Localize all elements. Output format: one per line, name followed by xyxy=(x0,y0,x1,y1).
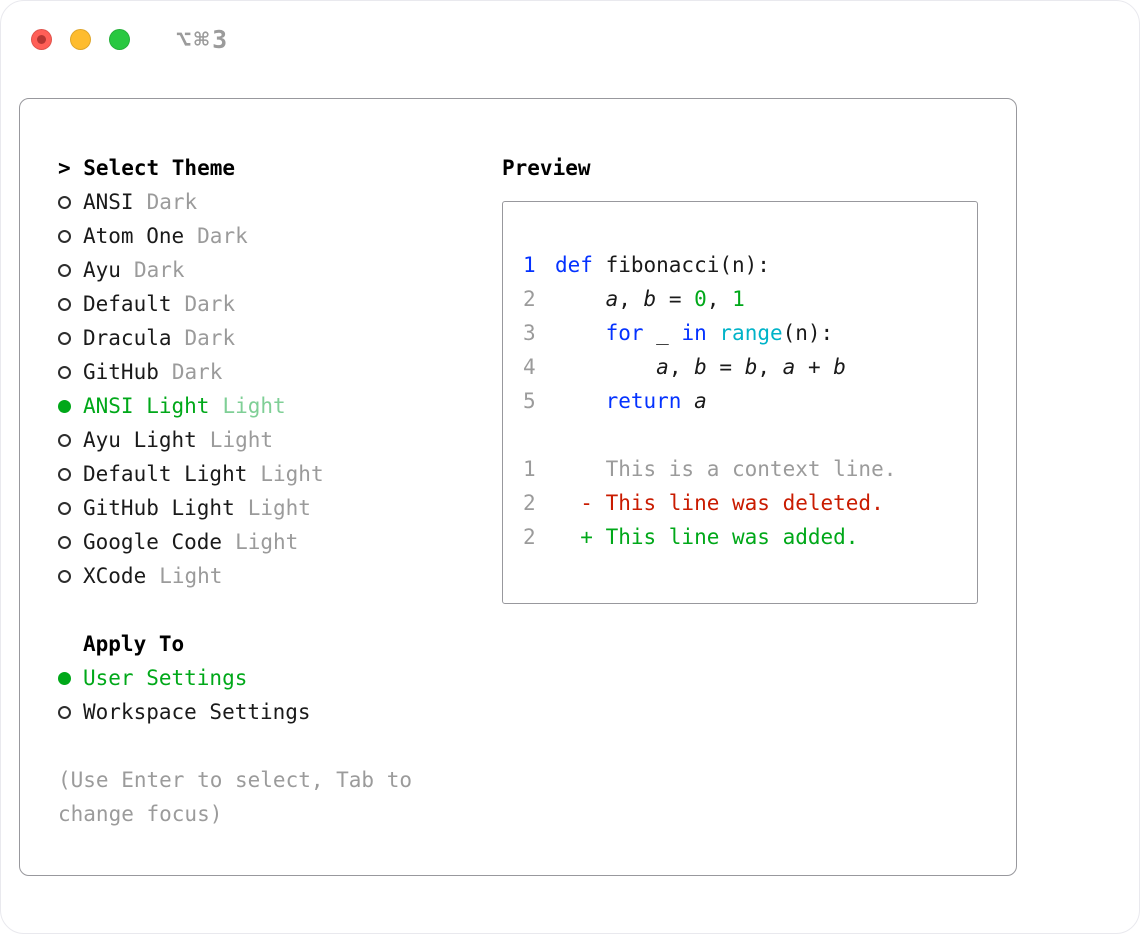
option-label: XCode xyxy=(83,564,147,588)
radio-icon xyxy=(58,365,71,379)
option-variant-label: Dark xyxy=(197,224,248,248)
radio-icon xyxy=(58,535,71,549)
option-label: Google Code xyxy=(83,530,223,554)
radio-icon xyxy=(58,263,71,277)
option-variant-label: Light xyxy=(222,394,286,418)
radio-icon xyxy=(58,705,71,719)
close-button[interactable] xyxy=(31,28,52,50)
option-label: User Settings xyxy=(83,666,248,690)
apply-to-title: Apply To xyxy=(83,632,185,656)
code-line: 1 This is a context line. xyxy=(523,452,977,486)
code-line: 2 a, b = 0, 1 xyxy=(523,282,977,316)
code-line: 1 def fibonacci(n): xyxy=(523,248,977,282)
radio-icon xyxy=(58,229,71,243)
option-variant-label: Dark xyxy=(184,292,236,316)
code-line: 2 - This line was deleted. xyxy=(523,486,977,520)
option-variant-label: Dark xyxy=(171,360,223,384)
option-label: Ayu Light xyxy=(83,428,197,452)
code-text: a, b = 0, 1 xyxy=(605,287,745,311)
minimize-button[interactable] xyxy=(70,28,91,50)
code-text: for _ in range(n): xyxy=(605,321,834,345)
radio-selected-icon xyxy=(58,671,71,685)
option-label: Workspace Settings xyxy=(83,700,311,724)
preview-title: Preview xyxy=(502,156,591,180)
theme-option[interactable]: ANSI Dark xyxy=(58,185,488,219)
code-line: 4 a, b = b, a + b xyxy=(523,350,977,384)
line-number: 2 xyxy=(523,525,536,549)
option-variant-label: Dark xyxy=(184,326,236,350)
code-text: return a xyxy=(605,389,707,413)
code-text: def fibonacci(n): xyxy=(555,253,770,277)
code-line: 3 for _ in range(n): xyxy=(523,316,977,350)
option-label: Dracula xyxy=(83,326,172,350)
radio-icon xyxy=(58,433,71,447)
code-text: + This line was added. xyxy=(555,525,859,549)
option-label: Default xyxy=(83,292,172,316)
line-number: 3 xyxy=(523,321,536,345)
line-number: 1 xyxy=(523,457,536,481)
theme-option[interactable]: GitHub Light Light xyxy=(58,491,488,525)
code-text: a, b = b, a + b xyxy=(656,355,846,379)
radio-icon xyxy=(58,501,71,515)
theme-option[interactable]: Default Dark xyxy=(58,287,488,321)
radio-selected-icon xyxy=(58,399,71,413)
line-number: 2 xyxy=(523,287,536,311)
theme-option[interactable]: GitHub Dark xyxy=(58,355,488,389)
option-variant-label: Light xyxy=(235,530,299,554)
theme-option[interactable]: Default Light Light xyxy=(58,457,488,491)
code-text: - This line was deleted. xyxy=(555,491,884,515)
theme-option[interactable]: Ayu Dark xyxy=(58,253,488,287)
option-label: Atom One xyxy=(83,224,185,248)
option-variant-label: Dark xyxy=(146,190,198,214)
option-label: GitHub xyxy=(83,360,159,384)
option-variant-label: Light xyxy=(159,564,223,588)
radio-icon xyxy=(58,297,71,311)
option-label: ANSI xyxy=(83,190,134,214)
apply-option[interactable]: User Settings xyxy=(58,661,488,695)
theme-option[interactable]: Ayu Light Light xyxy=(58,423,488,457)
zoom-button[interactable] xyxy=(109,28,130,50)
option-variant-label: Light xyxy=(247,496,311,520)
theme-option[interactable]: Google Code Light xyxy=(58,525,488,559)
line-number: 1 xyxy=(523,253,536,277)
titlebar: ⌥⌘3 xyxy=(1,1,1139,77)
option-label: Ayu xyxy=(83,258,121,282)
option-label: ANSI Light xyxy=(83,394,210,418)
theme-option[interactable]: Dracula Dark xyxy=(58,321,488,355)
code-line: 5 return a xyxy=(523,384,977,418)
option-label: GitHub Light xyxy=(83,496,235,520)
theme-option[interactable]: XCode Light xyxy=(58,559,488,593)
window-shortcut-label: ⌥⌘3 xyxy=(176,24,231,54)
option-variant-label: Dark xyxy=(133,258,185,282)
select-theme-title: > Select Theme xyxy=(58,156,236,180)
radio-icon xyxy=(58,467,71,481)
apply-option[interactable]: Workspace Settings xyxy=(58,695,488,729)
line-number: 2 xyxy=(523,491,536,515)
hint-text: (Use Enter to select, Tab to change focu… xyxy=(58,768,413,826)
theme-option[interactable]: ANSI Light Light xyxy=(58,389,488,423)
option-variant-label: Light xyxy=(260,462,324,486)
line-number: 5 xyxy=(523,389,536,413)
option-variant-label: Light xyxy=(209,428,274,452)
theme-option[interactable]: Atom One Dark xyxy=(58,219,488,253)
line-number: 4 xyxy=(523,355,536,379)
code-text: This is a context line. xyxy=(555,457,897,481)
code-line xyxy=(523,418,977,452)
code-line: 2 + This line was added. xyxy=(523,520,977,554)
option-label: Default Light xyxy=(83,462,248,486)
radio-icon xyxy=(58,569,71,583)
radio-icon xyxy=(58,331,71,345)
radio-icon xyxy=(58,195,71,209)
